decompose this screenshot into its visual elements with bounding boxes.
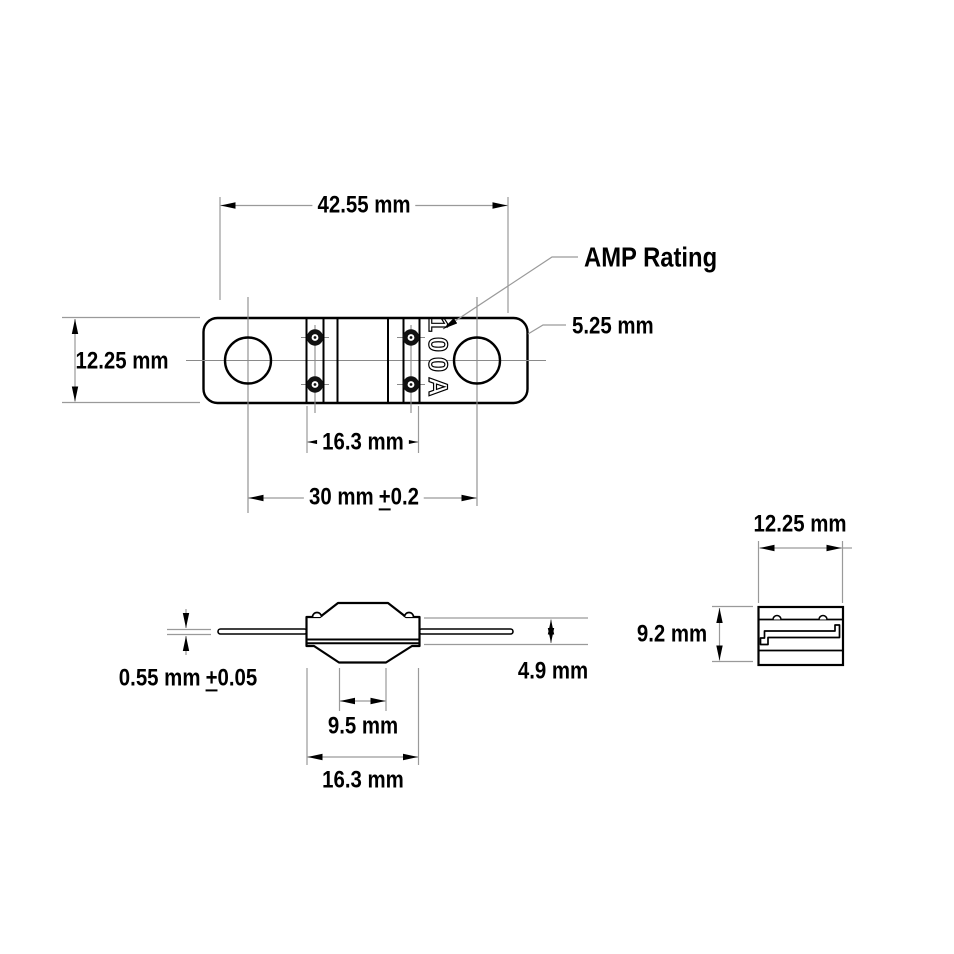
amp-rating-marking: 100A: [423, 317, 453, 402]
rivet: [402, 329, 420, 346]
dim-label-element-width: 16.3 mm: [317, 429, 409, 455]
rivet: [402, 376, 420, 393]
corner-radius-leader: [527, 324, 566, 335]
rivet-bump-left: [772, 614, 782, 620]
rivet-top-left: [311, 611, 323, 618]
dim-label-housing-width: 16.3 mm: [322, 766, 404, 794]
center-element-lines: [305, 318, 421, 403]
rivets: [306, 329, 420, 393]
dim-label-end-width: 12.25 mm: [753, 510, 847, 538]
dim-value: 30 mm: [308, 483, 374, 511]
side-internal-lines: [306, 638, 420, 645]
dim-label-housing-height: 4.9 mm: [517, 657, 589, 685]
dim-label-inner-width: 9.5 mm: [327, 712, 399, 740]
dim-value: 0.55 mm: [118, 664, 201, 692]
side-view: [167, 601, 588, 765]
side-view-dimensions: [167, 609, 588, 765]
rivet-top-right: [403, 611, 415, 618]
amp-rating-label: AMP Rating: [584, 241, 718, 273]
centerlines: [186, 297, 546, 513]
strip-right: [418, 628, 514, 635]
fuse-strip-section: [759, 624, 841, 646]
dim-label-hole-spacing: 30 mm+0.2: [303, 483, 425, 511]
end-view-dimensions: [712, 541, 852, 663]
amp-rating-leader: [442, 256, 578, 330]
plus-minus-sign: +: [205, 664, 218, 692]
dim-label-corner-radius: 5.25 mm: [572, 312, 654, 340]
dim-tolerance: 0.05: [217, 664, 258, 692]
strip-left: [217, 628, 308, 635]
dim-label-overall-length: 42.55 mm: [312, 192, 416, 218]
rivet: [306, 329, 324, 346]
side-body-outline: [305, 601, 421, 664]
mounting-hole-right: [452, 336, 502, 385]
rivet: [306, 376, 324, 393]
dim-label-strip-thickness: 0.55 mm+0.05: [119, 665, 257, 690]
dim-label-body-height: 12.25 mm: [75, 347, 169, 375]
rivet-bump-right: [818, 614, 828, 620]
dim-tolerance: 0.2: [390, 483, 420, 511]
top-view: 100A: [62, 197, 578, 513]
plus-minus-sign: +: [378, 483, 391, 511]
end-view: [712, 541, 852, 667]
dim-label-end-height: 9.2 mm: [636, 620, 708, 648]
mounting-hole-left: [223, 336, 273, 385]
